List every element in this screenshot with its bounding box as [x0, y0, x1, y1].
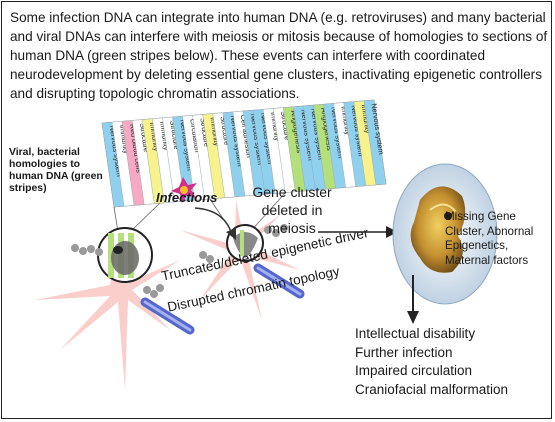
- epigenetic-tube-right: [253, 263, 305, 299]
- chromosome-stripe: [363, 99, 387, 186]
- missing-factors-label: Missing Gene Cluster, Abnornal Epigeneti…: [445, 210, 534, 267]
- flash-burst-left: [35, 230, 180, 390]
- chromatin-strand-right: [199, 224, 288, 263]
- arrow-to-embryo: [318, 226, 398, 238]
- intro-paragraph: Some infection DNA can integrate into hu…: [10, 10, 548, 101]
- outcomes-list: Intellectual disability Further infectio…: [355, 325, 508, 399]
- infection-star-icon: [171, 177, 197, 203]
- epigenetic-tube-left: [140, 297, 195, 335]
- embryo-illustration: [392, 163, 498, 305]
- homology-label: Viral, bacterial homologies to human DNA…: [9, 147, 103, 194]
- outcome-item: Further infection: [355, 344, 453, 360]
- infection-arrow: [194, 207, 236, 240]
- outcome-item: Intellectual disability: [355, 326, 476, 341]
- gene-cluster-label: Gene cluster deleted in meiosis: [252, 184, 332, 236]
- chromosome-closeup-left: [97, 227, 153, 283]
- flash-burst-right: [180, 200, 300, 320]
- outcome-item: Craniofacial malformation: [355, 381, 509, 397]
- chromatin-strand-left: [71, 244, 164, 298]
- arrow-to-outcomes: [407, 275, 419, 324]
- infections-label: Infections: [156, 190, 218, 205]
- outcome-item: Impaired circulation: [355, 363, 473, 378]
